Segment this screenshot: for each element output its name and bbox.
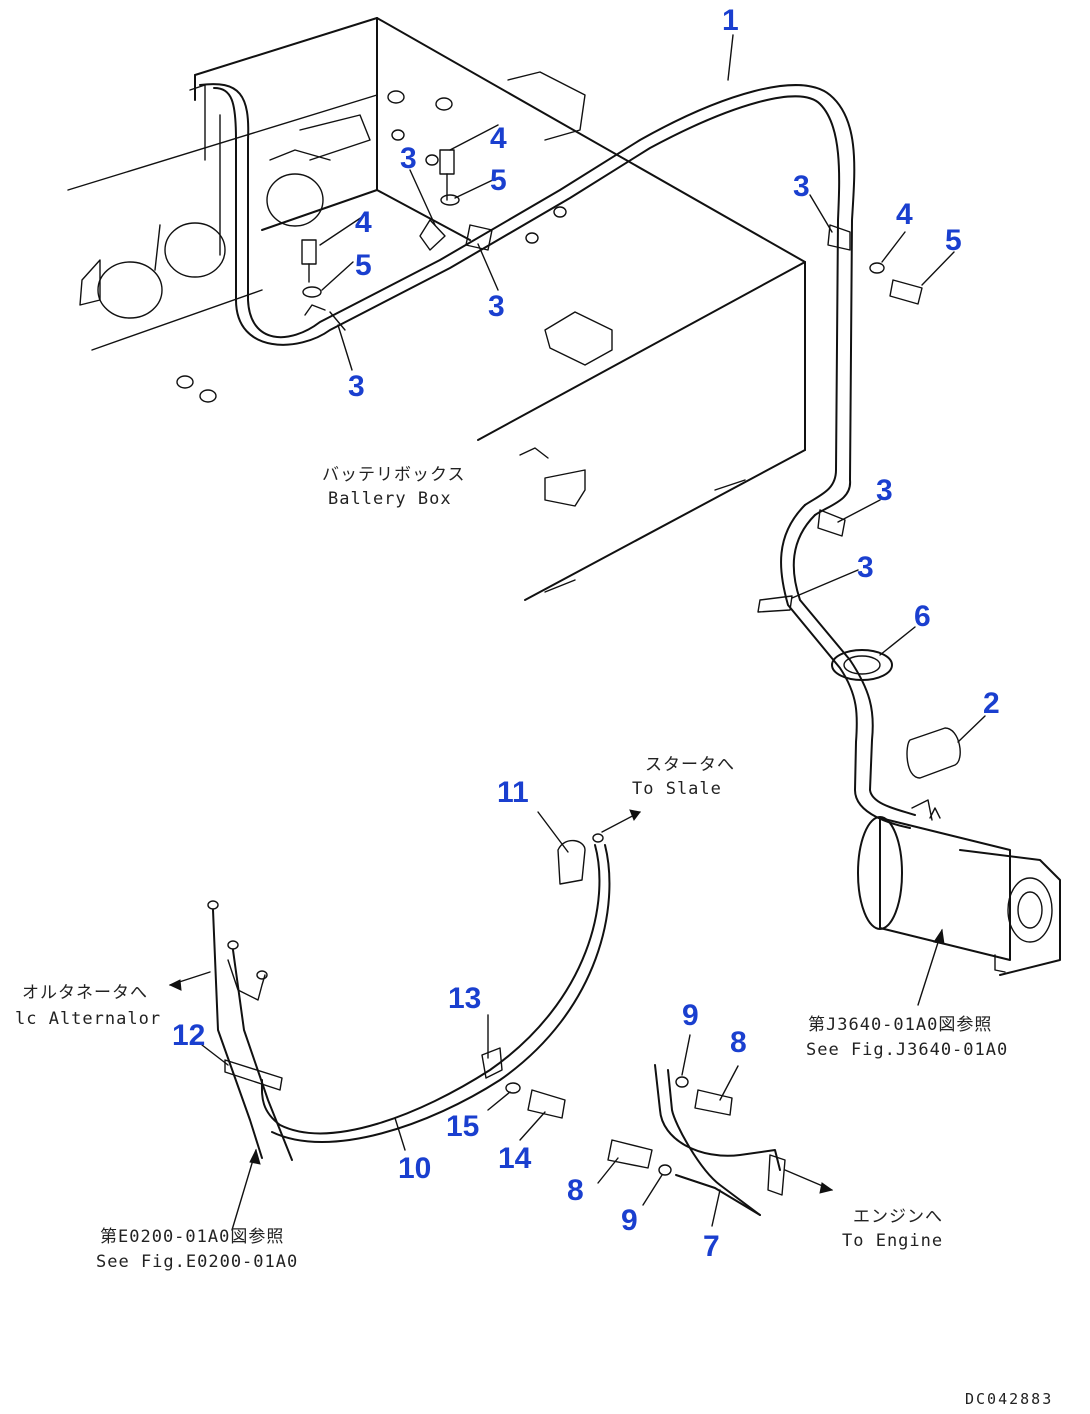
cable-10 <box>260 833 611 1144</box>
harness-12 <box>207 900 293 1161</box>
engine-label-jp: エンジンへ <box>853 1207 943 1227</box>
starter-label-jp: スタータへ <box>645 755 735 775</box>
diagram-notes: バッテリボックス Ballery Box スタータへ To Slale オルタネ… <box>15 465 1053 1408</box>
starter-label-en: To Slale <box>632 779 722 799</box>
callout-4: 4 <box>355 206 372 239</box>
engine-label-en: To Engine <box>842 1231 943 1251</box>
bolts-and-washers <box>301 149 923 305</box>
battery-box <box>67 17 806 601</box>
clamps-3 <box>304 219 851 613</box>
callout-1: 1 <box>722 4 739 37</box>
starter-motor <box>857 807 1061 976</box>
alternator-label-en: lc Alternalor <box>15 1009 161 1029</box>
callout-8: 8 <box>567 1174 584 1207</box>
callout-4: 4 <box>896 198 913 231</box>
grommet-and-cap <box>831 649 961 821</box>
clamp-13-bolt-14 <box>481 1047 566 1119</box>
callout-3: 3 <box>348 370 365 403</box>
callout-9: 9 <box>682 999 699 1032</box>
ref-e0200-en: See Fig.E0200-01A0 <box>96 1252 298 1272</box>
callout-15: 15 <box>446 1110 479 1143</box>
ref-j3640-jp: 第J3640-01A0図参照 <box>808 1015 992 1035</box>
callout-numbers: 1 3 4 5 4 5 3 3 3 4 5 3 3 6 2 11 13 12 1… <box>172 4 1000 1263</box>
callout-3: 3 <box>793 170 810 203</box>
callout-13: 13 <box>448 982 481 1015</box>
callout-5: 5 <box>945 224 962 257</box>
callout-12: 12 <box>172 1019 205 1052</box>
callout-5: 5 <box>490 164 507 197</box>
callout-8: 8 <box>730 1026 747 1059</box>
callout-3: 3 <box>876 474 893 507</box>
ref-j3640-en: See Fig.J3640-01A0 <box>806 1040 1008 1060</box>
ref-e0200-jp: 第E0200-01A0図参照 <box>100 1227 284 1247</box>
battery-box-label-jp: バッテリボックス <box>322 465 466 485</box>
document-id: DC042883 <box>965 1390 1053 1408</box>
callout-5: 5 <box>355 249 372 282</box>
battery-terminals <box>79 84 371 319</box>
callout-3: 3 <box>400 142 417 175</box>
battery-cable-1 <box>199 83 916 829</box>
battery-box-label-en: Ballery Box <box>328 489 452 509</box>
callout-2: 2 <box>983 687 1000 720</box>
callout-3: 3 <box>488 290 505 323</box>
callout-leaders <box>201 34 986 1227</box>
callout-7: 7 <box>703 1230 720 1263</box>
cable-7 <box>607 1064 786 1216</box>
callout-11: 11 <box>497 776 529 809</box>
callout-9: 9 <box>621 1204 638 1237</box>
callout-4: 4 <box>490 122 507 155</box>
callout-3: 3 <box>857 551 874 584</box>
alternator-label-jp: オルタネータへ <box>22 983 148 1003</box>
callout-6: 6 <box>914 600 931 633</box>
direction-arrows <box>168 809 945 1231</box>
callout-14: 14 <box>498 1142 532 1175</box>
callout-10: 10 <box>398 1152 431 1185</box>
